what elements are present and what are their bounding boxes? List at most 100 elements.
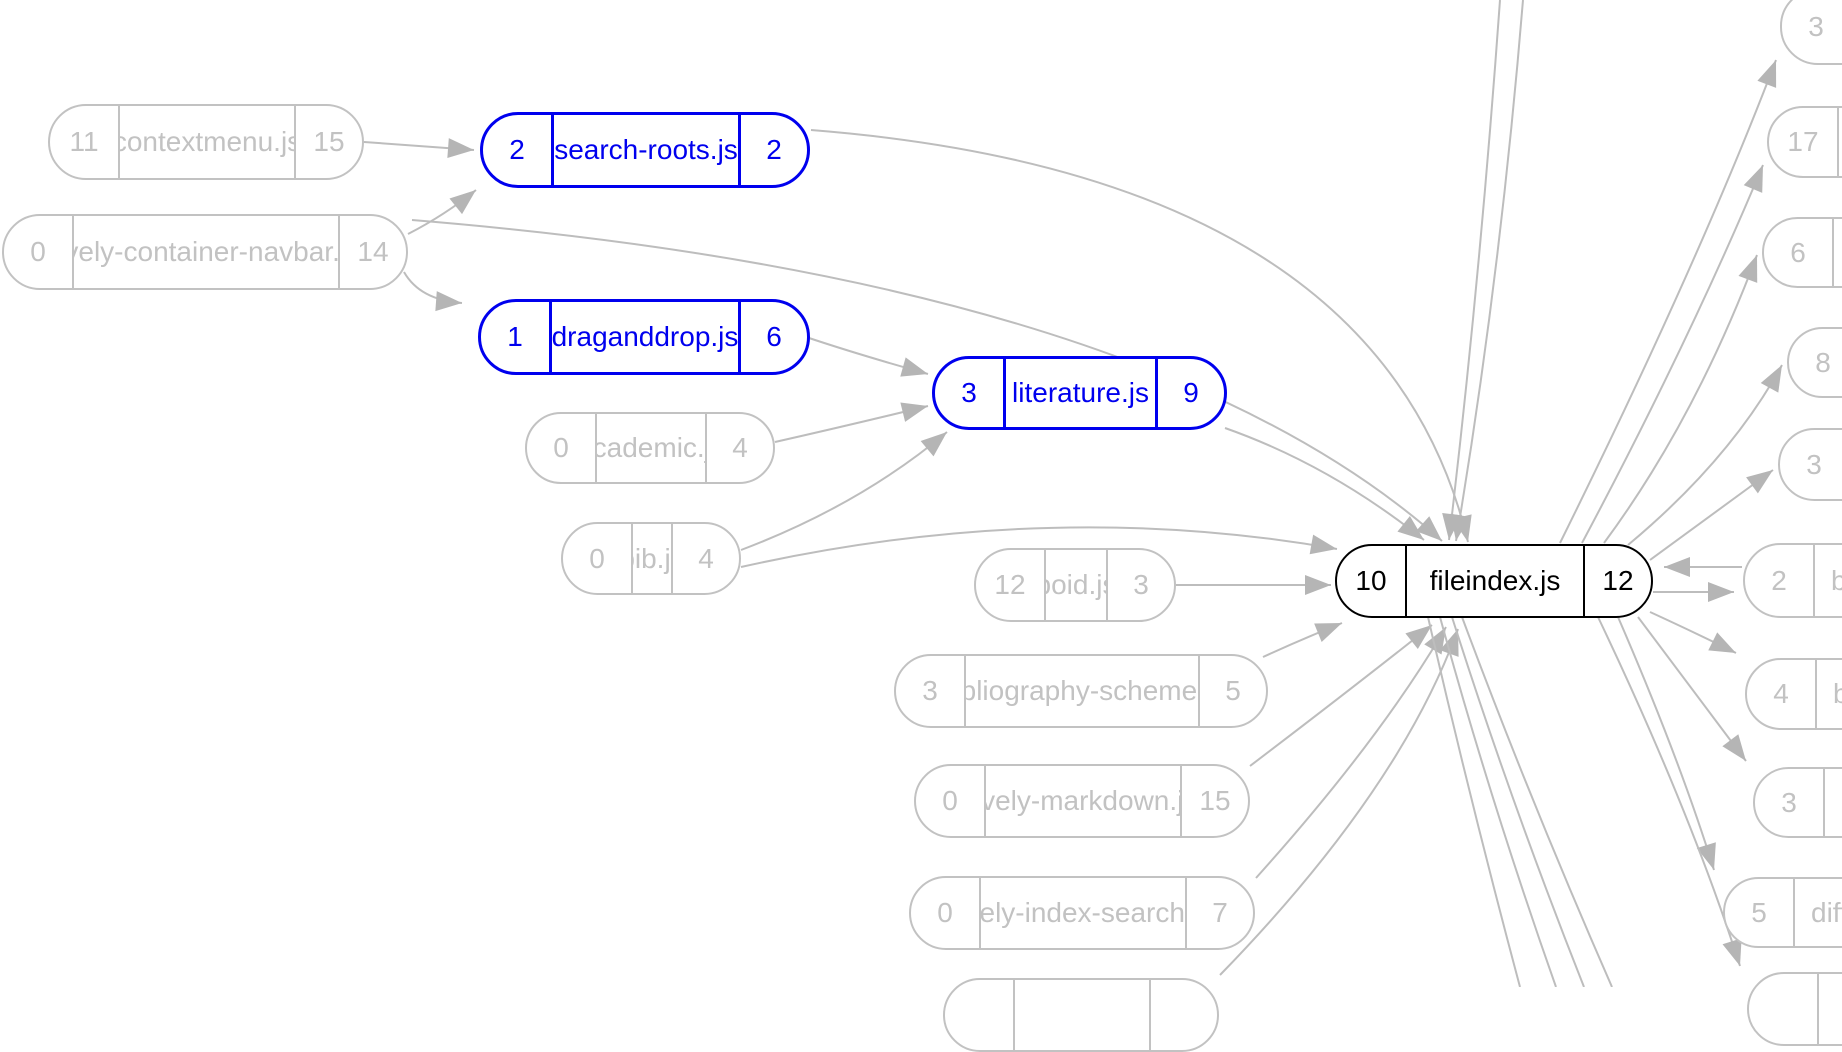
incoming-count: 6 — [1764, 219, 1834, 286]
outgoing-count: 15 — [1180, 766, 1248, 836]
module-name: literature.js — [1012, 377, 1149, 408]
incoming-count: 5 — [1725, 879, 1795, 946]
arrowhead-icon — [449, 190, 476, 215]
module-node-poid[interactable]: 12 poid.js 3 — [974, 548, 1176, 622]
arrowhead-icon — [1405, 625, 1432, 649]
module-node-literature[interactable]: 3 literature.js 9 — [932, 356, 1227, 430]
module-node-bib[interactable]: 0 bib.js 4 — [561, 522, 741, 595]
module-name: diff-m — [1811, 896, 1842, 928]
module-name — [1819, 974, 1842, 1044]
module-node-contextmenu[interactable]: 11 contextmenu.js 15 — [48, 104, 364, 180]
incoming-count: 3 — [1782, 0, 1842, 63]
dependency-edge-fileindex-to-right-4 — [1627, 364, 1783, 546]
module-node-bottom-partial[interactable] — [943, 978, 1219, 1052]
dependency-edge-fileindex-to-right-2 — [1581, 164, 1764, 544]
incoming-count: 0 — [911, 878, 981, 948]
module-node-livelyindexsearch[interactable]: 0 lively-index-search.js 7 — [909, 876, 1255, 950]
outgoing-count: 15 — [294, 106, 362, 178]
module-node-right-6[interactable]: 2 bibl — [1743, 543, 1842, 618]
module-node-right-1[interactable]: 3 — [1780, 0, 1842, 65]
dependency-edge-bib-to-fileindex — [740, 526, 1338, 568]
module-name: fileindex.js — [1429, 565, 1561, 596]
outgoing-count: 4 — [705, 414, 773, 482]
module-node-fileindex[interactable]: 10 fileindex.js 12 — [1335, 544, 1653, 618]
module-node-right-9[interactable]: 5 diff-m — [1723, 877, 1842, 948]
outgoing-count: 3 — [1106, 550, 1174, 620]
arrowhead-icon — [1415, 516, 1442, 541]
dependency-edge-fileindex-to-offscreen-bottom-1 — [1427, 616, 1521, 987]
arrowhead-icon — [1309, 534, 1337, 555]
dependency-edge-bib-to-literature — [740, 431, 948, 551]
module-name — [1015, 980, 1149, 1050]
module-node-right-5[interactable]: 3 — [1778, 428, 1842, 501]
dependency-edge-fileindex-to-right-1 — [1559, 59, 1777, 544]
arrowhead-icon — [1708, 632, 1736, 653]
dependency-edge-offscreen-top-1-to-fileindex — [1448, 0, 1501, 541]
incoming-count: 10 — [1337, 546, 1407, 616]
module-name: co — [1834, 219, 1842, 286]
module-node-academic[interactable]: 0 academic.js 4 — [525, 412, 775, 484]
outgoing-count — [1149, 980, 1217, 1050]
module-name: academic.js — [597, 432, 705, 463]
arrowhead-icon — [1439, 629, 1459, 657]
incoming-count: 3 — [1780, 430, 1842, 499]
arrowhead-icon — [1743, 165, 1763, 193]
arrowhead-icon — [1424, 627, 1446, 655]
incoming-count: 1 — [481, 302, 552, 372]
outgoing-count: 14 — [338, 216, 406, 288]
module-name: bib.js — [633, 542, 671, 574]
incoming-count: 8 — [1789, 329, 1842, 396]
incoming-count: 17 — [1769, 108, 1839, 176]
incoming-count: 0 — [527, 414, 597, 482]
outgoing-count: 12 — [1583, 546, 1651, 616]
arrowhead-icon — [1746, 470, 1773, 494]
incoming-count: 3 — [896, 656, 966, 726]
module-node-right-4[interactable]: 8 — [1787, 327, 1842, 398]
arrowhead-icon — [1708, 582, 1734, 602]
dependency-edge-fileindex-to-right-9 — [1617, 616, 1715, 871]
arrowhead-icon — [1757, 60, 1777, 88]
module-node-right-10[interactable] — [1747, 972, 1842, 1046]
module-node-right-8[interactable]: 3 ma — [1753, 767, 1842, 838]
module-name: lively-index-search.js — [981, 897, 1185, 928]
arrowhead-icon — [1305, 575, 1331, 595]
module-name: poid.js — [1046, 569, 1106, 600]
outgoing-count: 5 — [1198, 656, 1266, 726]
dependency-edge-searchroots-to-fileindex — [810, 129, 1469, 543]
module-name: contextmenu.js — [120, 126, 294, 157]
arrowhead-icon — [435, 291, 462, 312]
dependency-edge-fileindex-to-offscreen-bottom-4 — [1461, 616, 1613, 987]
incoming-count — [1749, 974, 1819, 1044]
arrowhead-icon — [1450, 513, 1471, 541]
dependency-edge-fileindex-to-offscreen-bottom-3 — [1451, 616, 1585, 987]
module-name: lively-markdown.js — [986, 785, 1180, 816]
arrowhead-icon — [1314, 623, 1342, 643]
module-node-navbar[interactable]: 0 lively-container-navbar.js 14 — [2, 214, 408, 290]
outgoing-count: 9 — [1155, 359, 1224, 427]
module-node-livelymarkdown[interactable]: 0 lively-markdown.js 15 — [914, 764, 1250, 838]
module-name: ma — [1825, 769, 1842, 836]
incoming-count: 2 — [483, 115, 554, 185]
arrowhead-icon — [1760, 365, 1782, 393]
module-node-right-3[interactable]: 6 co — [1762, 217, 1842, 288]
incoming-count: 12 — [976, 550, 1046, 620]
incoming-count: 0 — [4, 216, 74, 288]
module-node-right-7[interactable]: 4 bibt — [1745, 658, 1842, 730]
module-name: bibt — [1833, 678, 1842, 709]
arrowhead-icon — [900, 402, 928, 422]
arrowhead-icon — [1397, 515, 1424, 540]
edge-layer — [363, 0, 1783, 987]
outgoing-count: 7 — [1185, 878, 1253, 948]
incoming-count: 11 — [50, 106, 120, 178]
module-node-biblioscheme[interactable]: 3 bibliography-scheme.js 5 — [894, 654, 1268, 728]
dependency-edge-livelymarkdown-to-fileindex — [1249, 624, 1433, 767]
module-node-right-2[interactable]: 17 — [1767, 106, 1842, 178]
dependency-edge-fileindex-to-right-3 — [1603, 254, 1758, 544]
module-node-draganddrop[interactable]: 1 draganddrop.js 6 — [478, 299, 810, 375]
module-name: lively-container-navbar.js — [74, 236, 338, 267]
module-name: bibl — [1831, 564, 1842, 596]
dependency-edge-literature-to-fileindex — [1224, 427, 1425, 541]
module-node-searchroots[interactable]: 2 search-roots.js 2 — [480, 112, 810, 188]
